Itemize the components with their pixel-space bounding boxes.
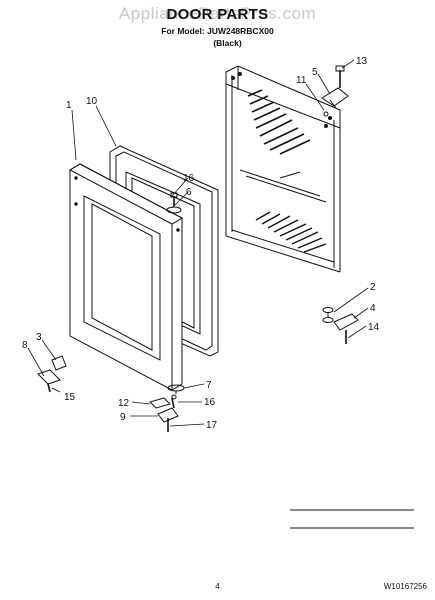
footer-rules (290, 509, 414, 529)
leader-lines (27, 59, 369, 427)
callout-14: 14 (368, 322, 380, 333)
callout-7: 7 (206, 380, 212, 391)
door-frame (68, 163, 184, 391)
top-hinge-assembly (321, 65, 349, 117)
callout-8: 8 (22, 340, 28, 351)
cabinet-body (225, 65, 341, 273)
callout-11: 11 (296, 75, 307, 86)
callout-10: 10 (86, 96, 98, 107)
callout-16-top: 16 (183, 173, 195, 184)
left-lower-parts (37, 355, 67, 393)
top-door-bracket (166, 192, 182, 214)
callout-5: 5 (312, 67, 318, 78)
callout-1: 1 (66, 100, 72, 111)
callout-15: 15 (64, 392, 76, 403)
callout-6: 6 (186, 187, 192, 198)
callout-17: 17 (206, 420, 218, 431)
document-number: W10167256 (383, 582, 427, 591)
color-line: (Black) (213, 38, 242, 48)
callout-13: 13 (356, 56, 368, 67)
bottom-hinge-assembly (322, 307, 359, 344)
callout-16-bottom: 16 (204, 397, 216, 408)
callout-12: 12 (118, 398, 130, 409)
callout-2: 2 (370, 282, 376, 293)
watermark: AppliancePartsPros.com (118, 4, 317, 23)
model-line: For Model: JUW248RBCX00 (161, 26, 274, 36)
bottom-door-parts (149, 384, 185, 432)
callout-3: 3 (36, 332, 42, 343)
callout-9: 9 (120, 412, 126, 423)
page-title: DOOR PARTS (166, 6, 269, 23)
callout-4: 4 (370, 303, 376, 314)
page-number: 4 (215, 582, 220, 591)
